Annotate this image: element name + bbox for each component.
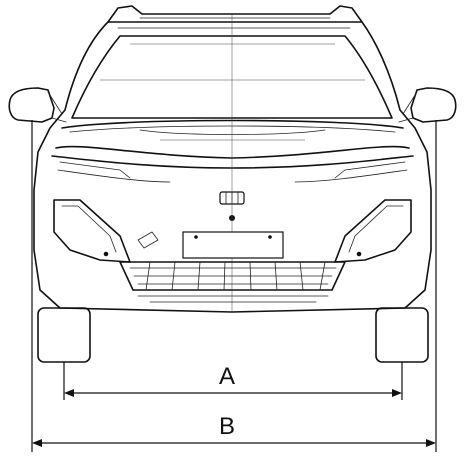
hood [61, 119, 404, 141]
left-mirror [8, 87, 67, 123]
left-wheel [37, 307, 91, 363]
body-outline [33, 21, 432, 313]
lower-grille [119, 261, 346, 303]
right-wheel [375, 307, 429, 363]
headlight-strip [51, 145, 414, 183]
windshield [71, 35, 393, 119]
roof-rails [107, 5, 363, 23]
right-fog-light [334, 199, 412, 263]
license-plate [182, 231, 284, 259]
right-mirror [398, 87, 457, 123]
extension-lines [31, 120, 437, 452]
left-fog-light [53, 199, 159, 263]
dimension-b-label: B [219, 413, 235, 440]
dimension-a-label: A [219, 363, 235, 390]
dimension-b: B [32, 413, 436, 447]
dimension-a: A [64, 363, 402, 397]
